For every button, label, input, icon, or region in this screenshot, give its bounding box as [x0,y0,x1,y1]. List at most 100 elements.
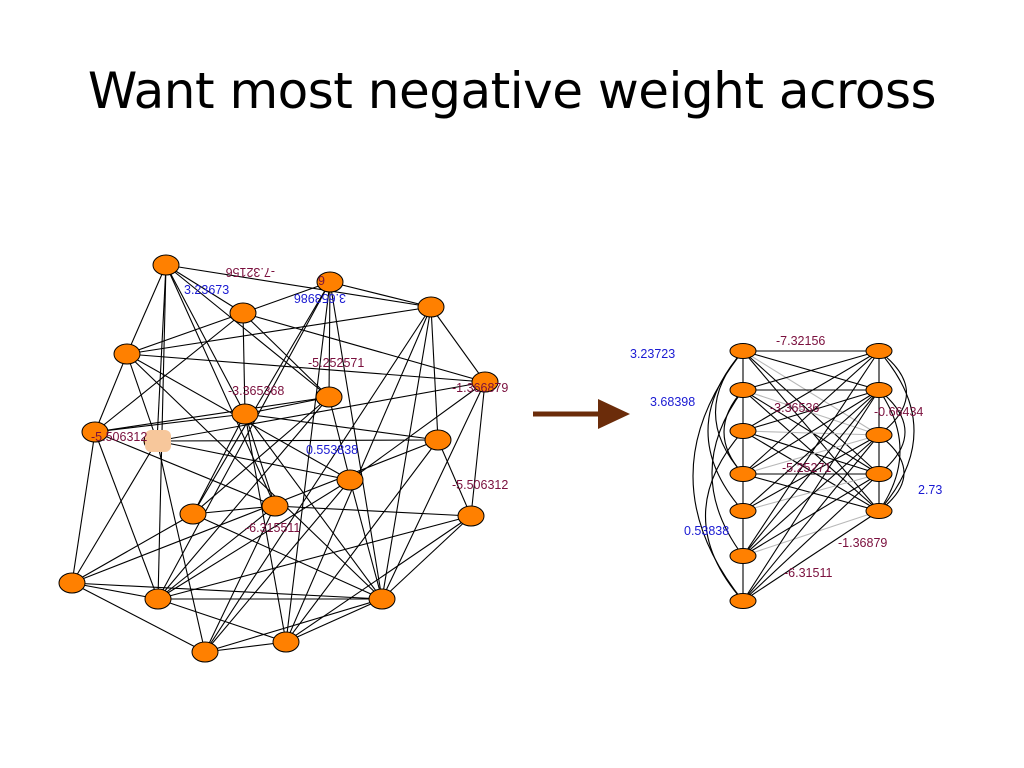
left-weight-label: -5.506312 [452,478,508,492]
right-edge [742,350,880,475]
right-edge [742,473,880,512]
left-edge [94,353,128,433]
right-node [729,503,757,519]
right-edge [742,350,880,391]
left-edge [165,264,276,507]
right-edge [742,434,880,475]
left-edge [329,281,432,308]
left-edge [71,582,206,653]
left-edge [437,439,472,517]
left-edge [71,440,158,584]
right-edge [742,389,880,432]
left-edge [285,281,331,643]
left-edge [94,431,159,600]
left-edge [244,413,287,643]
right-edge [742,389,880,602]
left-edge [156,264,167,442]
left-edge [349,381,486,481]
left-edge [71,582,383,600]
right-edge [742,430,880,475]
left-node [336,469,364,491]
left-edge [244,413,383,600]
right-edge [742,430,880,512]
left-node [191,641,219,663]
right-node [865,466,893,482]
left-edge [192,413,246,515]
right-weight-label: 3.23723 [630,347,675,361]
left-node [231,403,259,425]
left-edge [157,598,287,643]
left-node [152,254,180,276]
left-weight-label: 3.23673 [184,283,229,297]
right-edge [742,510,880,557]
left-edge [71,439,439,584]
right-edge [742,510,880,602]
right-edge [742,389,880,557]
left-node [58,572,86,594]
right-weight-label: -7.32156 [776,334,825,348]
right-node [729,343,757,359]
left-weight-label: 3.653986 [294,291,346,305]
right-node [729,548,757,564]
left-edge [285,515,472,643]
left-edge [126,353,486,383]
left-edge [242,312,486,383]
left-edge [192,505,276,515]
right-node [729,466,757,482]
left-node [261,495,289,517]
left-edge [156,440,351,481]
left-edge [126,353,383,600]
right-edge [742,350,880,557]
left-node [457,505,485,527]
left-edge [192,396,330,515]
left-edge [430,306,439,441]
left-weight-label: -5.506312 [91,430,147,444]
right-weight-label: -6.31511 [784,566,832,580]
right-arc [878,350,915,512]
left-edge [328,396,351,481]
left-edge [157,505,276,600]
left-edge [381,306,432,600]
left-node [424,429,452,451]
left-edge [192,281,331,515]
right-arc [705,430,744,602]
left-graph-nodes [58,254,499,663]
left-edge [157,479,351,600]
left-edge [71,513,194,584]
left-edge [349,479,383,600]
left-node [81,421,109,443]
left-graph-edges [71,264,486,653]
right-node [729,593,757,609]
left-node [316,271,344,293]
left-edge [165,264,244,314]
right-weight-label: -5.25271 [782,461,831,475]
left-weight-label: -6.315511 [245,521,300,535]
left-edge [274,505,472,517]
right-weight-label: 2.73 [918,483,942,497]
left-weight-label: -5.252571 [308,356,364,370]
left-edge [71,431,96,584]
right-graph-nodes [729,343,893,609]
right-edge [742,434,880,602]
right-edge [742,350,880,432]
right-node [729,382,757,398]
left-edge [204,505,276,653]
left-weight-label: -7.32156 [226,265,275,279]
slide-title: Want most negative weight across [87,62,937,120]
left-edge [204,306,432,653]
arrow-head [598,399,630,429]
left-edge [204,641,287,653]
right-node [865,382,893,398]
left-edge [244,413,276,507]
left-edge [285,598,383,643]
left-weight-label: -3.365368 [228,384,284,398]
left-edge [126,312,244,355]
transform-arrow [533,399,630,429]
left-edge [94,312,244,433]
left-edge [156,381,486,442]
right-edge [742,350,880,512]
right-weight-label: 0.53838 [684,524,729,538]
left-edge [242,281,331,314]
right-node [865,343,893,359]
right-weight-label: 3.68398 [650,395,695,409]
